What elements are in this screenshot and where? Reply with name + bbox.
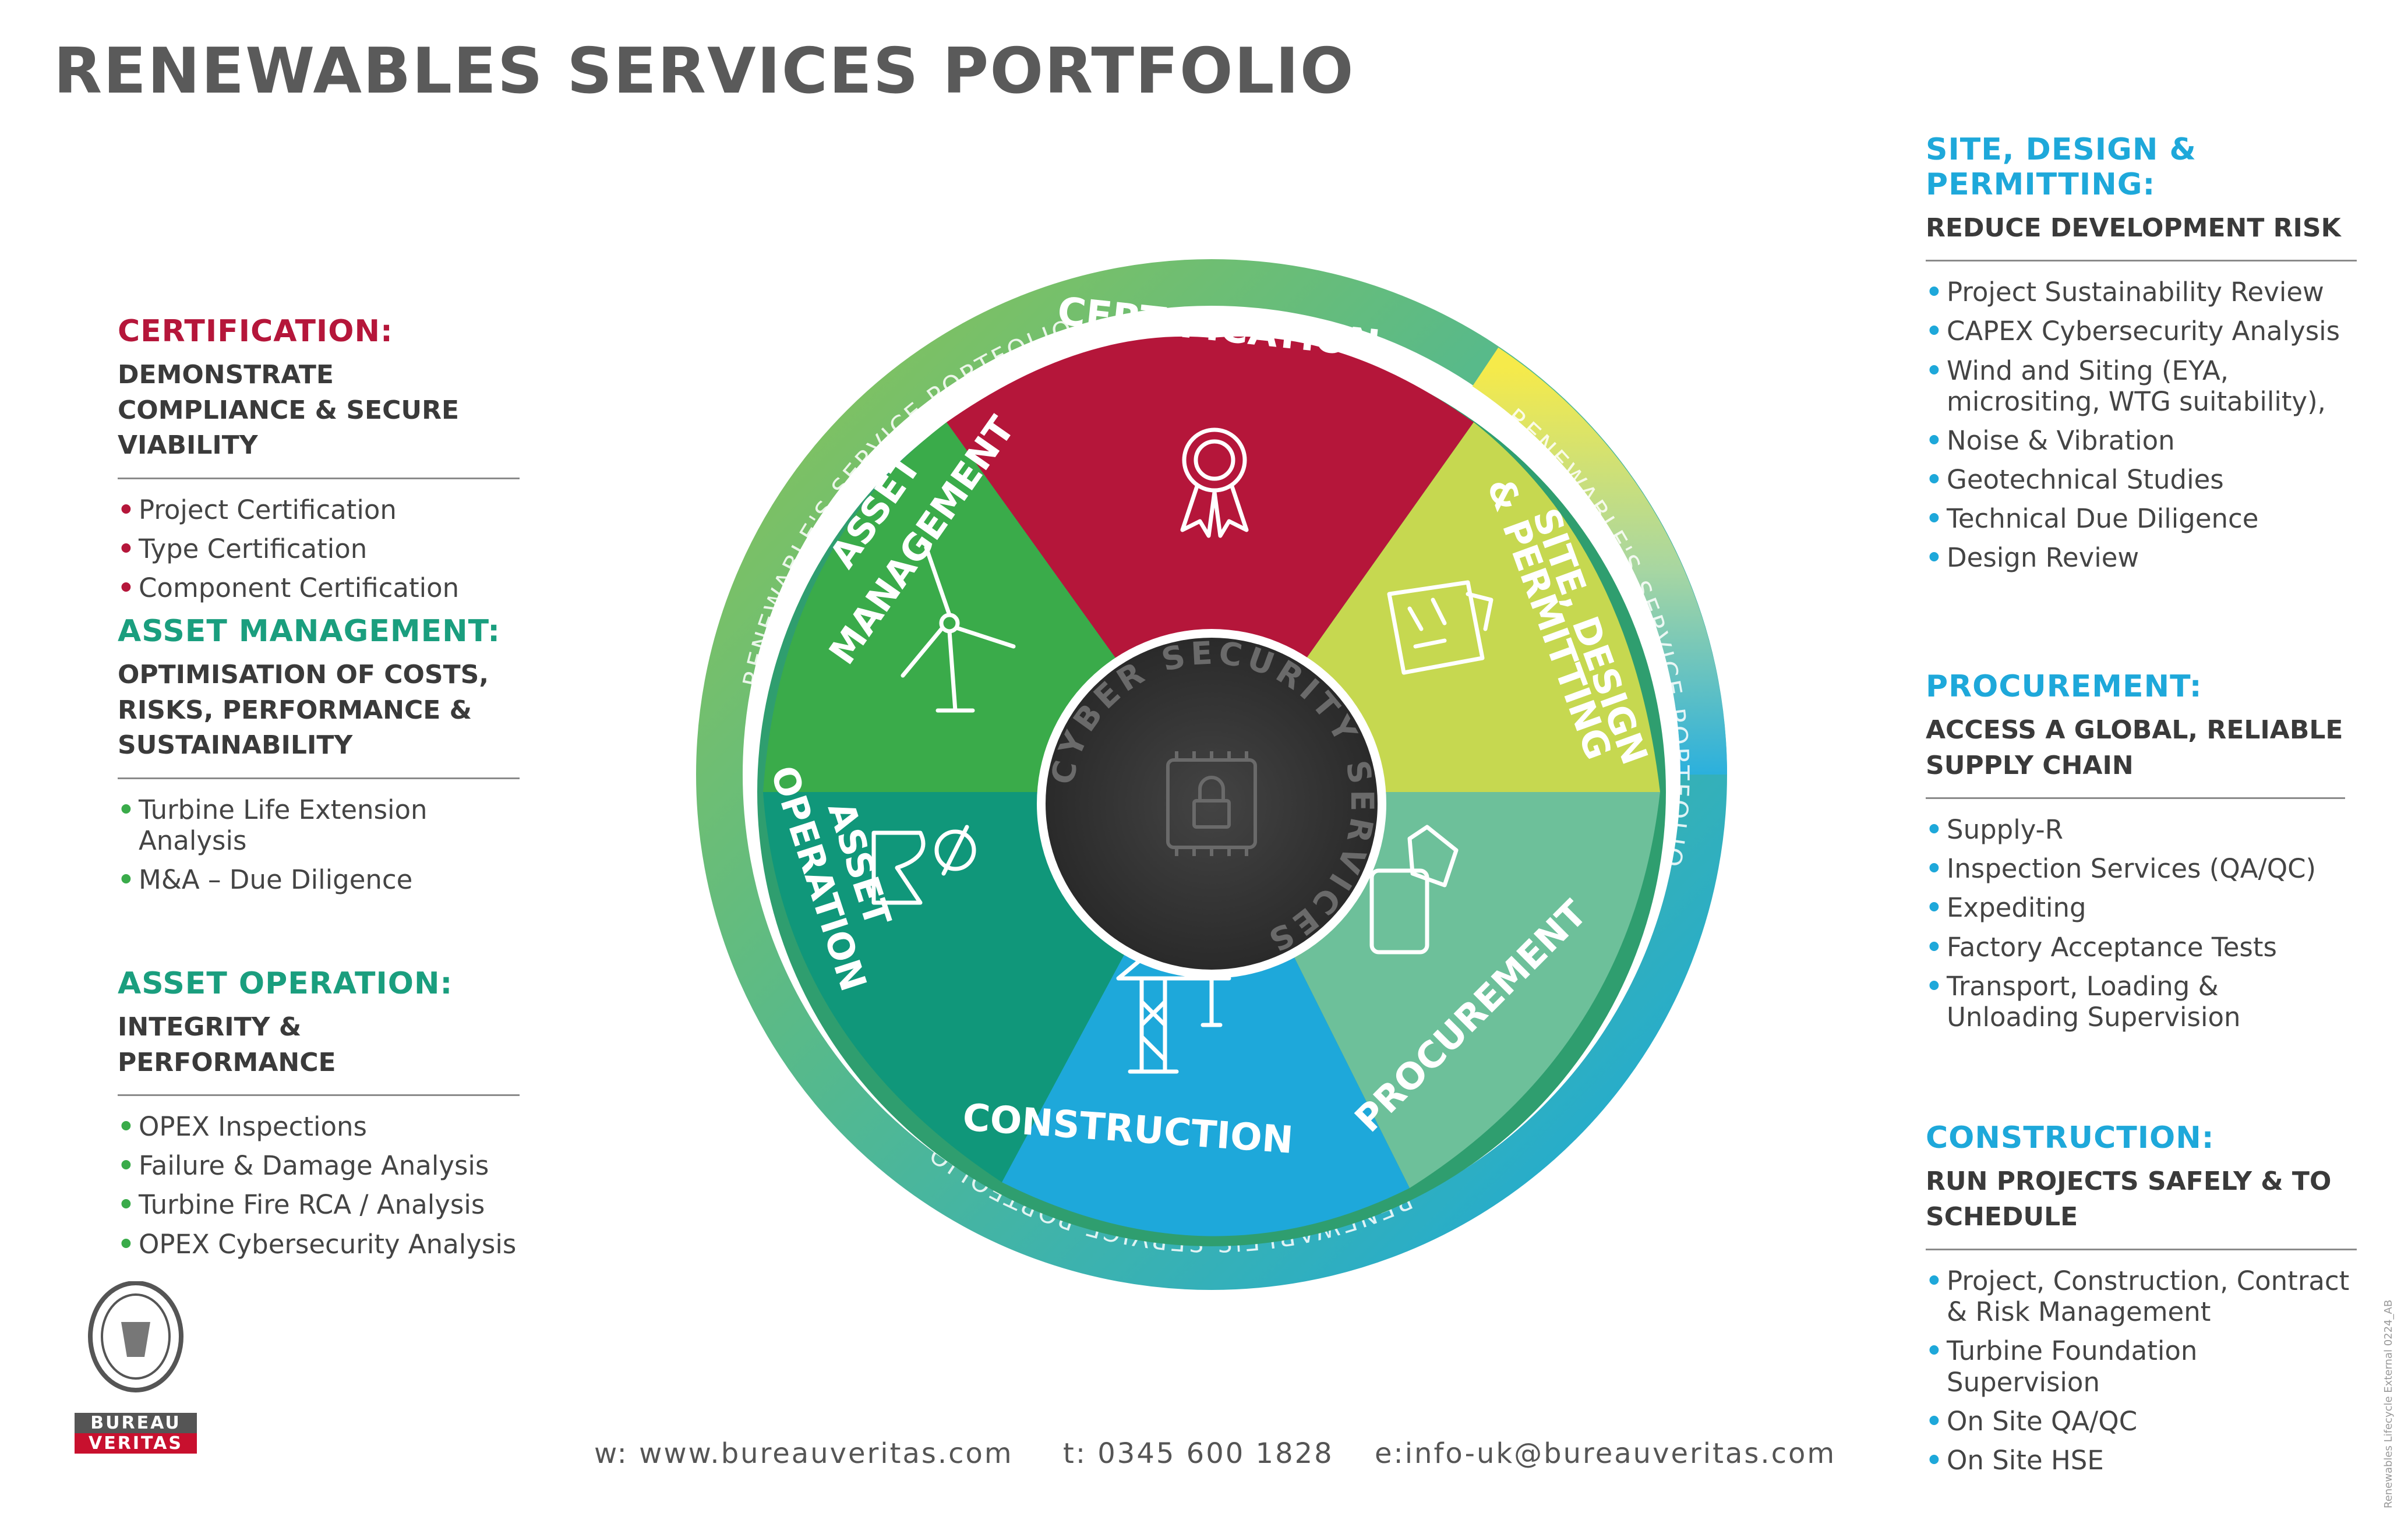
logo-word-1: BUREAU [75,1413,197,1433]
bureau-veritas-logo: BUREAU VERITAS [75,1281,197,1454]
procurement-subheading: ACCESS A GLOBAL, RELIABLE SUPPLY CHAIN [1926,713,2345,800]
document-code: Renewables Lifecycle External 0224_AB [2382,1299,2395,1508]
bullet-icon: • [118,1111,135,1143]
bullet-icon: • [118,1228,135,1260]
asset-operation-subheading: INTEGRITY & PERFORMANCE [118,1010,520,1097]
footer-email[interactable]: e:info-uk@bureauveritas.com [1375,1437,1837,1470]
wind-turbine-icon [901,545,1016,713]
bullet-icon: • [118,794,135,825]
bullet-icon: • [1926,355,1943,386]
construction-heading: CONSTRUCTION: [1926,1120,2215,1155]
logo-seal [88,1281,183,1392]
bullet-icon: • [1926,970,1943,1002]
list-item: •Failure & Damage Analysis [118,1150,489,1182]
bullet-icon: • [1926,503,1943,534]
list-item: •On Site HSE [1926,1444,2104,1476]
list-item: •Project Sustainability Review [1926,277,2324,308]
asset-operation-heading: ASSET OPERATION: [118,966,453,1001]
certification-list: •Project Certification •Type Certificati… [118,494,520,603]
rosette-icon [1180,427,1249,538]
bullet-icon: • [1926,464,1943,495]
page-title: RENEWABLES SERVICES PORTFOLIO [54,35,1355,108]
asset-management-heading: ASSET MANAGEMENT: [118,614,501,649]
list-item: •OPEX Cybersecurity Analysis [118,1228,517,1260]
list-item: •Transport, Loading & Unloading Supervis… [1926,970,2241,1033]
list-item: •Type Certification [118,533,368,565]
bullet-icon: • [118,864,135,896]
bullet-icon: • [1926,1405,1943,1437]
site-design-subheading: REDUCE DEVELOPMENT RISK [1926,211,2357,262]
list-item: •Turbine Foundation Supervision [1926,1335,2198,1398]
list-item: •On Site QA/QC [1926,1405,2138,1437]
site-design-heading: SITE, DESIGN & PERMITTING: [1926,132,2197,202]
bullet-icon: • [1926,853,1943,885]
construction-list: •Project, Construction, Contract & Risk … [1926,1265,2357,1476]
bullet-icon: • [1926,277,1943,308]
procurement-list: •Supply-R •Inspection Services (QA/QC) •… [1926,814,2345,1033]
list-item: •CAPEX Cybersecurity Analysis [1926,316,2340,347]
bullet-icon: • [1926,1265,1943,1297]
procurement-heading: PROCUREMENT: [1926,669,2202,704]
footer-phone[interactable]: t: 0345 600 1828 [1063,1437,1334,1470]
list-item: •Component Certification [118,572,460,604]
bullet-icon: • [1926,892,1943,924]
asset-management-list: •Turbine Life Extension Analysis •M&A – … [118,794,520,895]
asset-management-panel: ASSET MANAGEMENT: OPTIMISATION OF COSTS,… [118,614,520,903]
list-item: •Turbine Fire RCA / Analysis [118,1189,485,1221]
list-item: •Supply-R [1926,814,2064,846]
list-item: •Geotechnical Studies [1926,464,2224,495]
list-item: •Project Certification [118,494,397,525]
portfolio-wheel: RENEWABLE'S SERVICE PORTFOLIO RENEWABLE'… [696,259,1727,1290]
list-item: •M&A – Due Diligence [118,864,413,896]
list-item: •Project, Construction, Contract & Risk … [1926,1265,2350,1328]
tablet-touch-icon [1369,825,1459,955]
bullet-icon: • [1926,316,1943,347]
outer-ring-right [1472,347,1727,775]
bullet-icon: • [118,1150,135,1182]
list-item: •Technical Due Diligence [1926,503,2259,534]
certification-subheading: DEMONSTRATE COMPLIANCE & SECURE VIABILIT… [118,358,520,479]
bullet-icon: • [118,1189,135,1221]
list-item: •Wind and Siting (EYA, micrositing, WTG … [1926,355,2326,417]
footer-web[interactable]: w: www.bureauveritas.com [594,1437,1014,1470]
procurement-panel: PROCUREMENT: ACCESS A GLOBAL, RELIABLE S… [1926,669,2345,1041]
bullet-icon: • [1926,814,1943,846]
certification-heading: CERTIFICATION: [118,314,393,349]
chip-lock-icon [1166,751,1257,856]
bullet-icon: • [1926,1335,1943,1367]
bullet-icon: • [118,494,135,525]
segment-construction [1002,792,1410,1236]
bullet-icon: • [1926,1444,1943,1476]
list-item: •Expediting [1926,892,2086,924]
bullet-icon: • [118,572,135,604]
asset-operation-list: •OPEX Inspections •Failure & Damage Anal… [118,1111,520,1259]
list-item: •Noise & Vibration [1926,425,2175,456]
bullet-icon: • [1926,542,1943,573]
list-item: •Design Review [1926,542,2139,573]
construction-panel: CONSTRUCTION: RUN PROJECTS SAFELY & TO S… [1926,1120,2357,1484]
bullet-icon: • [1926,931,1943,963]
logo-word-2: VERITAS [75,1433,197,1454]
map-plan-icon [1387,580,1493,675]
operation-icon [871,825,976,905]
certification-panel: CERTIFICATION: DEMONSTRATE COMPLIANCE & … [118,314,520,611]
list-item: •Turbine Life Extension Analysis [118,794,428,857]
bullet-icon: • [118,533,135,565]
segment-certification [947,336,1474,792]
list-item: •OPEX Inspections [118,1111,367,1143]
asset-operation-panel: ASSET OPERATION: INTEGRITY & PERFORMANCE… [118,966,520,1268]
construction-subheading: RUN PROJECTS SAFELY & TO SCHEDULE [1926,1164,2357,1251]
site-design-list: •Project Sustainability Review •CAPEX Cy… [1926,277,2357,573]
asset-management-subheading: OPTIMISATION OF COSTS, RISKS, PERFORMANC… [118,657,520,779]
bullet-icon: • [1926,425,1943,456]
center-disk [1046,638,1378,970]
list-item: •Factory Acceptance Tests [1926,931,2277,963]
site-design-panel: SITE, DESIGN & PERMITTING: REDUCE DEVELO… [1926,132,2357,581]
list-item: •Inspection Services (QA/QC) [1926,853,2317,885]
